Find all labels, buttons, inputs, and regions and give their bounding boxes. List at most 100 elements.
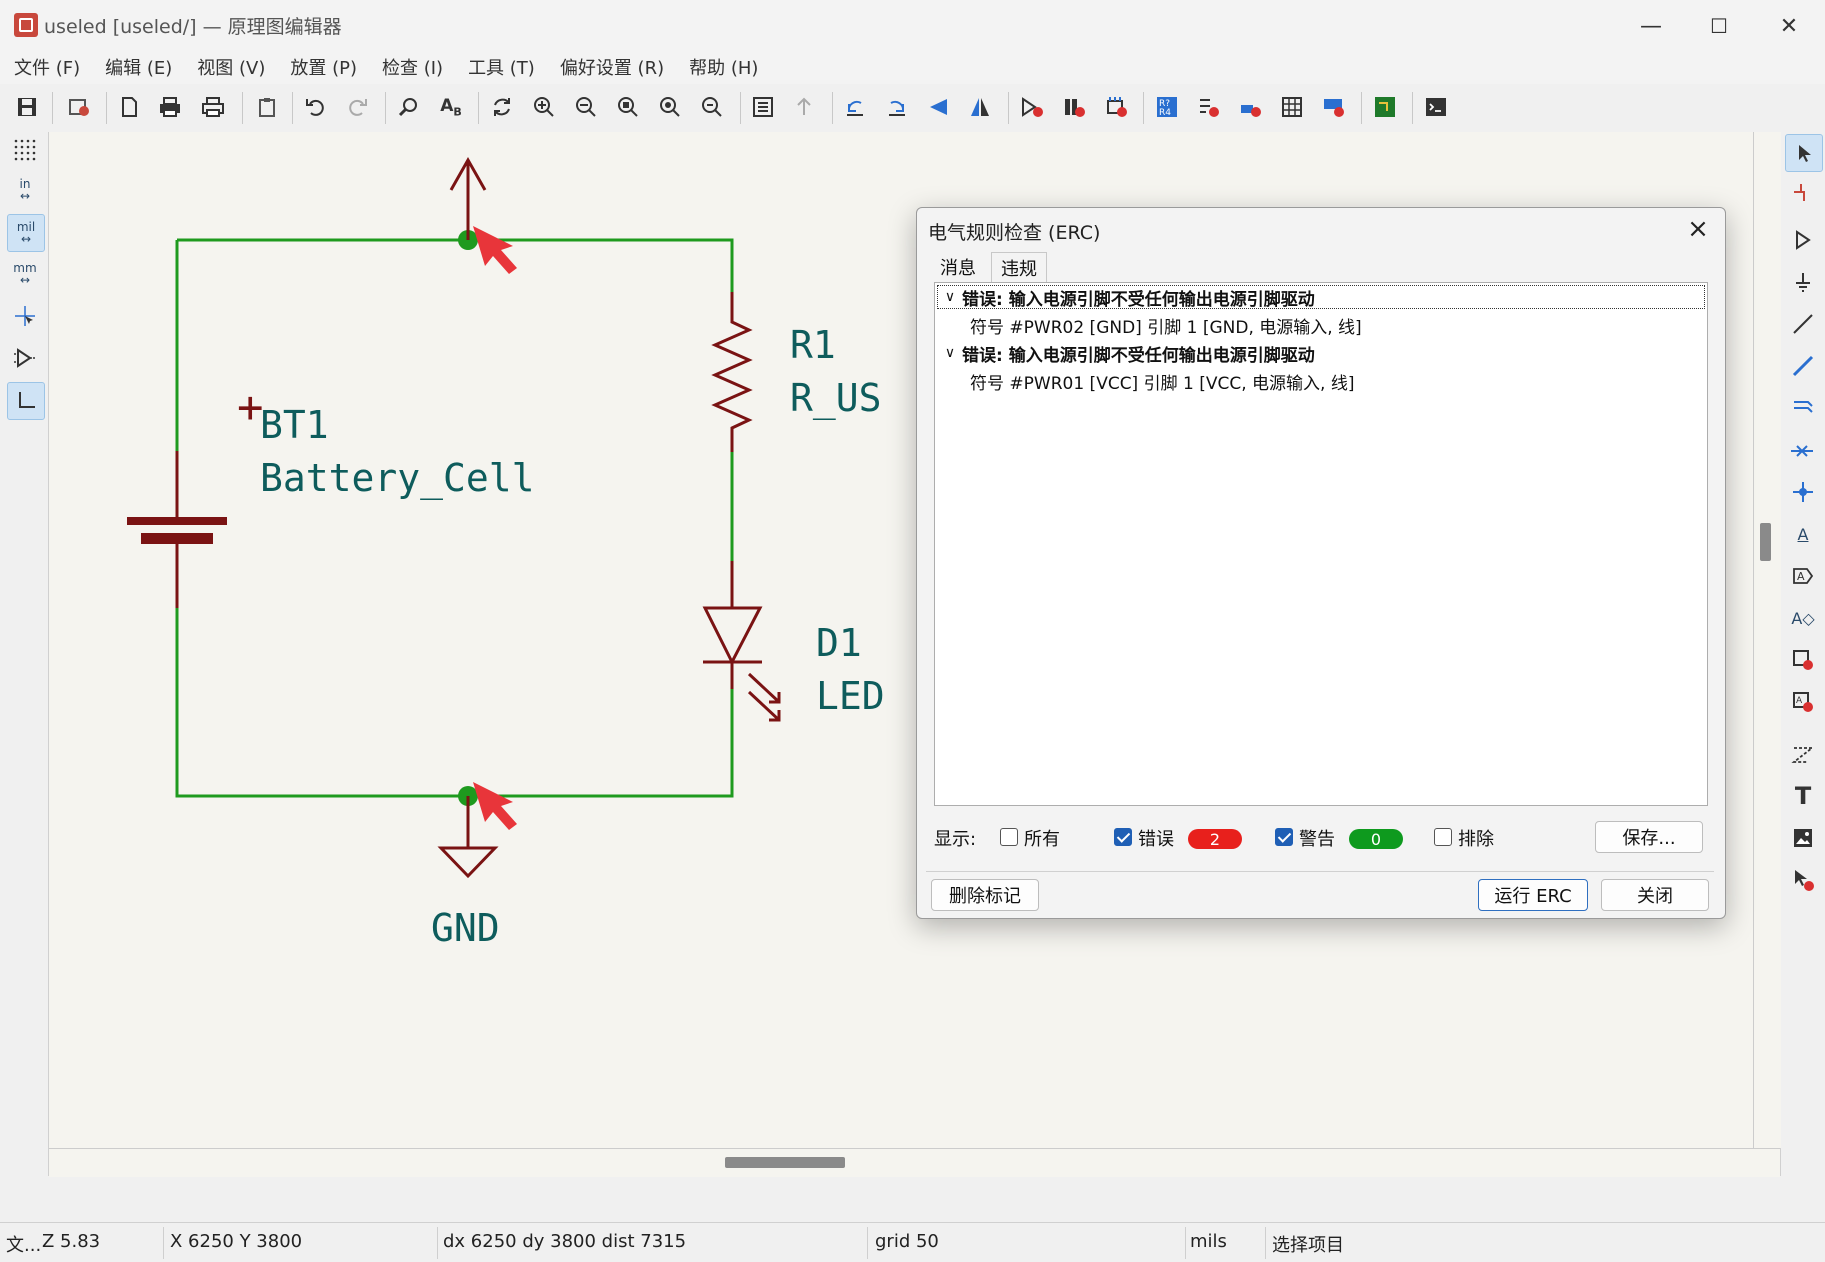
menu-edit[interactable]: 编辑 (E) [105, 58, 173, 79]
add-text-icon[interactable]: T [1794, 782, 1812, 810]
menu-inspect[interactable]: 检查 (I) [381, 58, 444, 79]
menu-view[interactable]: 视图 (V) [197, 58, 266, 79]
tab-violations[interactable]: 违规 [991, 252, 1047, 283]
symbol-editor-icon[interactable] [1015, 90, 1049, 124]
battery-ref-label[interactable]: BT1 [260, 403, 329, 447]
show-errors-checkbox[interactable] [1114, 828, 1132, 846]
save-icon[interactable] [10, 90, 44, 124]
add-graphic-line-icon[interactable] [1785, 736, 1821, 772]
bom-table-icon[interactable] [1275, 90, 1309, 124]
find-replace-icon[interactable]: AB [440, 95, 462, 119]
close-dialog-button[interactable]: 关闭 [1601, 879, 1709, 911]
rotate-cw-icon[interactable] [880, 90, 914, 124]
horizontal-scroll-thumb[interactable] [725, 1157, 845, 1168]
select-tool-icon[interactable] [1785, 134, 1823, 172]
add-hier-label-icon[interactable]: A◇ [1791, 608, 1815, 628]
units-mil-button[interactable]: mil↔ [7, 214, 45, 252]
zoom-out-icon[interactable] [569, 90, 603, 124]
add-wire-icon[interactable] [1785, 306, 1821, 342]
chevron-down-icon[interactable]: ∨ [944, 345, 956, 361]
delete-markers-button[interactable]: 删除标记 [931, 879, 1039, 911]
violation-group-2[interactable]: ∨ 错误: 输入电源引脚不受任何输出电源引脚驱动 [935, 339, 1707, 367]
add-sheet-icon[interactable] [1785, 642, 1821, 678]
vcc-power-symbol[interactable] [449, 156, 487, 240]
horizontal-scrollbar[interactable] [49, 1148, 1780, 1177]
close-window-button[interactable]: ✕ [1779, 13, 1799, 39]
erc-dialog-close-icon[interactable]: × [1687, 214, 1709, 244]
wire-bottom[interactable] [175, 608, 734, 798]
import-sheet-pin-icon[interactable]: A [1785, 684, 1821, 720]
zoom-fit-icon[interactable] [611, 90, 645, 124]
chevron-down-icon[interactable]: ∨ [944, 289, 956, 305]
add-symbol-icon[interactable] [1785, 222, 1821, 258]
gnd-label[interactable]: GND [431, 906, 500, 950]
add-bus-entry-icon[interactable] [1785, 390, 1821, 426]
run-erc-button[interactable]: 运行 ERC [1478, 879, 1588, 911]
plot-icon[interactable] [196, 90, 230, 124]
violation-detail[interactable]: 符号 #PWR02 [GND] 引脚 1 [GND, 电源输入, 线] [970, 317, 1362, 338]
add-image-icon[interactable] [1785, 820, 1821, 856]
add-power-icon[interactable] [1785, 264, 1821, 300]
menu-file[interactable]: 文件 (F) [14, 58, 81, 79]
cursor-crosshair-icon[interactable] [7, 298, 43, 334]
refresh-icon[interactable] [485, 90, 519, 124]
symbol-library-icon[interactable] [1057, 90, 1091, 124]
generate-bom-icon[interactable] [1317, 90, 1351, 124]
highlight-net-icon[interactable] [1785, 174, 1821, 210]
erc-marker-vcc[interactable] [473, 226, 517, 274]
zoom-objects-icon[interactable] [653, 90, 687, 124]
line-mode-icon[interactable] [7, 382, 45, 420]
mirror-horizontal-icon[interactable] [963, 90, 997, 124]
show-excluded-checkbox[interactable] [1434, 828, 1452, 846]
minimize-button[interactable]: — [1640, 13, 1662, 39]
no-connect-icon[interactable] [1785, 432, 1821, 468]
units-inch-button[interactable]: in↔ [19, 177, 31, 203]
show-all-checkbox[interactable] [1000, 828, 1018, 846]
find-icon[interactable] [392, 90, 426, 124]
led-d1-symbol[interactable] [702, 561, 781, 722]
add-global-label-icon[interactable]: A [1785, 558, 1821, 594]
menu-preferences[interactable]: 偏好设置 (R) [559, 58, 665, 79]
scripting-console-icon[interactable] [1419, 90, 1453, 124]
simulator-icon[interactable] [1233, 90, 1267, 124]
zoom-selection-icon[interactable] [695, 90, 729, 124]
undo-icon[interactable] [298, 90, 332, 124]
resistor-ref-label[interactable]: R1 [790, 323, 836, 367]
mirror-vertical-icon[interactable] [922, 90, 956, 124]
violations-list[interactable]: ∨ 错误: 输入电源引脚不受任何输出电源引脚驱动 符号 #PWR02 [GND]… [934, 282, 1708, 806]
save-report-button[interactable]: 保存... [1595, 821, 1703, 853]
erc-icon[interactable] [1192, 90, 1226, 124]
battery-value-label[interactable]: Battery_Cell [260, 456, 535, 500]
page-settings-icon[interactable] [112, 90, 146, 124]
add-junction-icon[interactable] [1785, 474, 1821, 510]
vertical-scroll-thumb[interactable] [1760, 523, 1771, 561]
maximize-button[interactable]: ☐ [1710, 14, 1728, 38]
menu-help[interactable]: 帮助 (H) [689, 58, 759, 79]
led-ref-label[interactable]: D1 [816, 621, 862, 665]
resistor-r1-symbol[interactable] [711, 292, 753, 452]
add-bus-icon[interactable] [1785, 348, 1821, 384]
units-mm-button[interactable]: mm↔ [13, 261, 37, 287]
violation-detail[interactable]: 符号 #PWR01 [VCC] 引脚 1 [VCC, 电源输入, 线] [970, 373, 1355, 394]
show-warnings-checkbox[interactable] [1275, 828, 1293, 846]
resistor-value-label[interactable]: R_US [790, 376, 882, 420]
battery-bt1-symbol[interactable] [127, 451, 227, 608]
add-label-icon[interactable]: A [1797, 524, 1809, 544]
hierarchy-navigator-icon[interactable] [746, 90, 780, 124]
led-value-label[interactable]: LED [816, 674, 885, 718]
annotate-icon[interactable]: R?R4 [1150, 90, 1184, 124]
violation-group-1[interactable]: ∨ 错误: 输入电源引脚不受任何输出电源引脚驱动 [935, 283, 1707, 311]
hidden-pins-icon[interactable] [7, 340, 43, 376]
footprint-assignment-icon[interactable] [1099, 90, 1133, 124]
rotate-ccw-icon[interactable] [838, 90, 872, 124]
menu-place[interactable]: 放置 (P) [290, 58, 357, 79]
pcb-editor-icon[interactable] [1368, 90, 1402, 124]
tab-messages[interactable]: 消息 [940, 258, 976, 279]
zoom-in-icon[interactable] [527, 90, 561, 124]
delete-tool-icon[interactable] [1785, 862, 1821, 898]
print-icon[interactable] [153, 90, 187, 124]
paste-icon[interactable] [250, 90, 284, 124]
wire-top[interactable] [177, 238, 734, 292]
gnd-power-symbol[interactable] [437, 796, 499, 879]
erc-marker-gnd[interactable] [473, 782, 517, 830]
